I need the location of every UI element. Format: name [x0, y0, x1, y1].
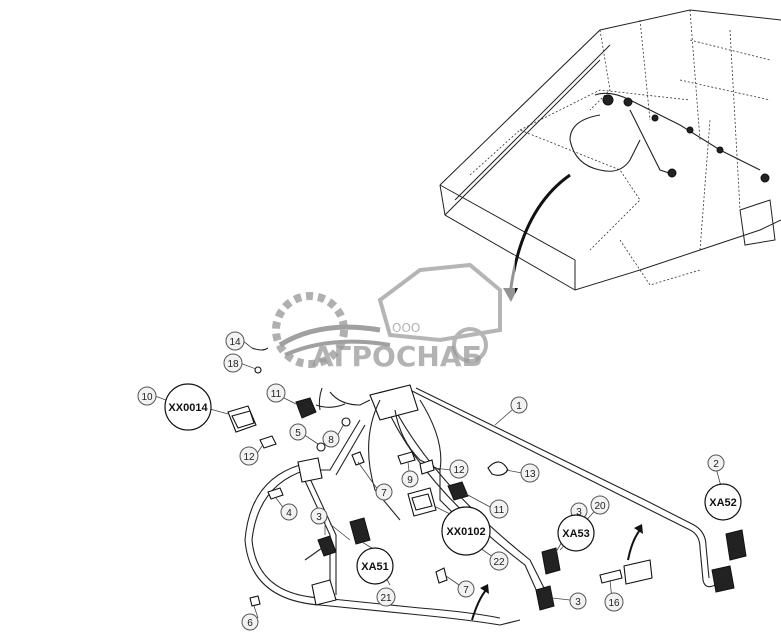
callout-12-center: 12 [449, 459, 469, 479]
connector-xx0102: XX0102 [441, 506, 491, 556]
callout-label: 22 [493, 557, 505, 568]
callout-11-upper: 11 [266, 383, 286, 403]
callout-label: 1 [516, 401, 522, 412]
callout-18: 18 [223, 353, 243, 373]
callout-label: 13 [524, 469, 536, 480]
combine-harvester-icon [377, 262, 502, 343]
callout-5: 5 [289, 423, 307, 441]
callout-3-right: 3 [569, 592, 587, 610]
wiring-harness [227, 347, 747, 626]
callout-label: 12 [243, 452, 255, 463]
callout-7-upper: 7 [375, 483, 393, 501]
callout-label: 6 [247, 618, 253, 629]
callout-14: 14 [225, 331, 245, 351]
callout-label: 7 [463, 585, 469, 596]
callout-4: 4 [280, 503, 298, 521]
callout-22: 22 [489, 551, 509, 571]
connector-xa51: XA51 [356, 547, 394, 585]
connector-label: XA52 [709, 497, 737, 509]
gear-icon [272, 292, 348, 368]
callout-2: 2 [707, 454, 725, 472]
callout-label: 8 [328, 435, 334, 446]
callout-label: 7 [381, 488, 387, 499]
callout-label: 4 [286, 508, 292, 519]
callout-label: 14 [229, 337, 241, 348]
callout-label: 10 [141, 392, 153, 403]
callout-1: 1 [510, 396, 528, 414]
callout-label: 12 [453, 465, 465, 476]
watermark-prefix: ООО [392, 321, 420, 335]
callout-label: 9 [407, 475, 413, 486]
callout-label: 11 [494, 505, 505, 516]
connector-xa53: XA53 [557, 514, 595, 552]
callout-label: 11 [271, 389, 282, 400]
callout-3-left: 3 [310, 507, 328, 525]
callout-16: 16 [604, 592, 624, 612]
callout-label: 20 [594, 501, 606, 512]
callout-12-left: 12 [239, 446, 259, 466]
callout-6: 6 [241, 613, 259, 631]
watermark-name: АГРОСНАБ [312, 340, 483, 373]
connector-label: XX0102 [446, 526, 485, 538]
callout-8: 8 [322, 430, 340, 448]
callout-label: 3 [316, 512, 322, 523]
callout-10: 10 [137, 386, 157, 406]
callout-9: 9 [401, 470, 419, 488]
callout-label: 5 [295, 428, 301, 439]
callout-label: 2 [713, 459, 719, 470]
callout-label: 21 [380, 593, 392, 604]
callout-label: 16 [608, 598, 620, 609]
callout-7-lower: 7 [457, 580, 475, 598]
callout-20: 20 [590, 495, 610, 515]
watermark-logo: ООО АГРОСНАБ [245, 255, 515, 385]
callout-13: 13 [520, 463, 540, 483]
connector-xx0014: XX0014 [164, 383, 212, 431]
connector-xa52: XA52 [704, 483, 742, 521]
connector-label: XA53 [562, 528, 590, 540]
callout-label: 3 [575, 597, 581, 608]
connector-label: XX0014 [168, 402, 208, 414]
callout-label: 3 [576, 507, 582, 518]
callout-21: 21 [376, 587, 396, 607]
callout-11-lower: 11 [489, 499, 509, 519]
callout-label: 18 [227, 359, 239, 370]
connector-label: XA51 [361, 561, 389, 573]
